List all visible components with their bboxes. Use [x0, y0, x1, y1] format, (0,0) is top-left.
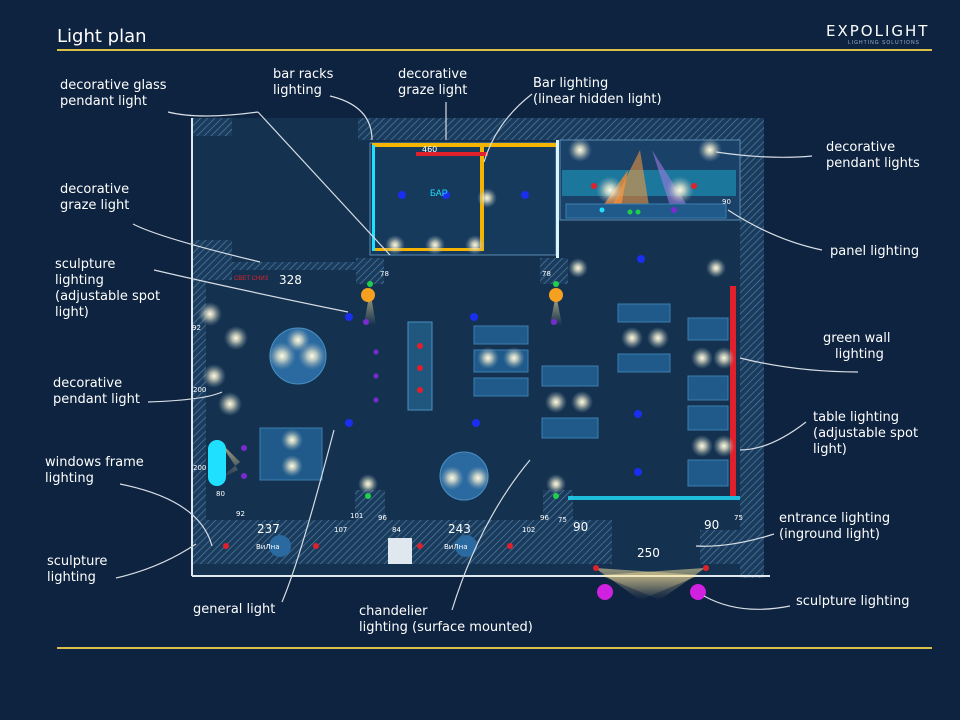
label-bar-lighting: Bar lighting (linear hidden light)	[533, 76, 662, 107]
dim-90s: 90	[722, 198, 731, 206]
label-graze-top: decorative graze light	[398, 67, 468, 98]
label-sculpture-left: sculpture lighting	[47, 554, 108, 585]
label-entrance: entrance lighting (inground light)	[779, 511, 891, 542]
glow-lights	[198, 138, 735, 494]
label-sculpture-adjustable: sculpture lighting (adjustable spot ligh…	[55, 257, 161, 320]
page-title: Light plan	[57, 26, 147, 47]
dim-92: 92	[192, 324, 201, 332]
label-windows-frame: windows frame lighting	[45, 455, 144, 486]
dim-200a: 200	[193, 386, 206, 394]
general-lights	[345, 191, 645, 476]
dim-96: 96	[540, 514, 549, 522]
bar-light-2	[425, 235, 445, 255]
label-table: table lighting (adjustable spot light)	[813, 410, 919, 457]
bar-area	[369, 140, 559, 258]
dim-large-237: 237	[257, 522, 280, 536]
dim-large-90a: 90	[573, 520, 588, 534]
dim-large-328: 328	[279, 273, 302, 287]
label-green-wall: green wall lighting	[823, 331, 891, 362]
dim-200b: 200	[193, 464, 206, 472]
dim-large-250: 250	[637, 546, 660, 560]
svet-sign: СВЕТ СНИЗ	[234, 276, 269, 282]
accent-dots	[223, 183, 709, 600]
label-pendants-right: decorative pendant lights	[826, 140, 920, 171]
vilna-1: ВиЛна	[256, 543, 279, 551]
label-glass-pendant: decorative glass pendant light	[60, 78, 167, 109]
dim-large-90b: 90	[704, 518, 719, 532]
brand-logo: EXPOLIGHT	[826, 22, 930, 40]
footer-line	[57, 647, 932, 649]
label-chandelier: chandelier lighting (surface mounted)	[359, 604, 533, 635]
dim-107: 107	[334, 526, 347, 534]
top-dim: 460	[422, 145, 437, 154]
dim-96b: 96	[378, 514, 387, 522]
plan-text: БАР СВЕТ СНИЗ 460 328 237 243 90 90 250 …	[192, 145, 743, 560]
vilna-2: ВиЛна	[444, 543, 467, 551]
label-general: general light	[193, 602, 276, 617]
sculpture-spot-2	[690, 584, 706, 600]
bar-racks-light	[477, 188, 497, 208]
dim-101: 101	[350, 512, 363, 520]
sculpture-spot-1	[597, 584, 613, 600]
callout-arrows	[115, 93, 859, 611]
header-underline	[57, 49, 932, 51]
label-pendant-left: decorative pendant light	[53, 376, 140, 407]
label-panel: panel lighting	[830, 244, 920, 259]
bar-light-3	[465, 235, 485, 255]
dim-78b: 78	[542, 270, 551, 278]
bar-light-1	[385, 235, 405, 255]
bar-text: БАР	[430, 188, 448, 198]
dim-75: 75	[558, 516, 567, 524]
label-graze-left: decorative graze light	[60, 182, 130, 213]
dim-92b: 92	[236, 510, 245, 518]
dim-78a: 78	[380, 270, 389, 278]
brand-subtitle: LIGHTING SOLUTIONS	[848, 40, 920, 46]
dim-102: 102	[522, 526, 535, 534]
walls	[191, 118, 770, 578]
label-sculpture-right: sculpture lighting	[796, 594, 910, 609]
dim-84: 84	[392, 526, 401, 534]
dim-large-243: 243	[448, 522, 471, 536]
dim-80: 80	[216, 490, 225, 498]
label-bar-racks: bar racks lighting	[273, 67, 334, 98]
dim-75s: 75	[734, 514, 743, 522]
